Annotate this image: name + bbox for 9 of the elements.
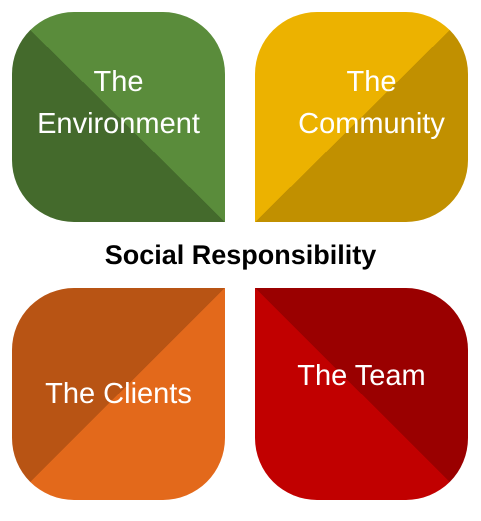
- leaf-shape: [255, 288, 468, 500]
- leaf-shape: [255, 12, 468, 222]
- leaf-label: The Clients: [44, 376, 193, 412]
- leaf-label: The Environment: [36, 64, 201, 142]
- leaf-shape: [12, 12, 225, 222]
- leaf-shape: [12, 288, 225, 500]
- center-heading: Social Responsibility: [104, 240, 378, 271]
- leaf-label: The Team: [296, 358, 427, 394]
- leaf-label: The Community: [297, 64, 446, 142]
